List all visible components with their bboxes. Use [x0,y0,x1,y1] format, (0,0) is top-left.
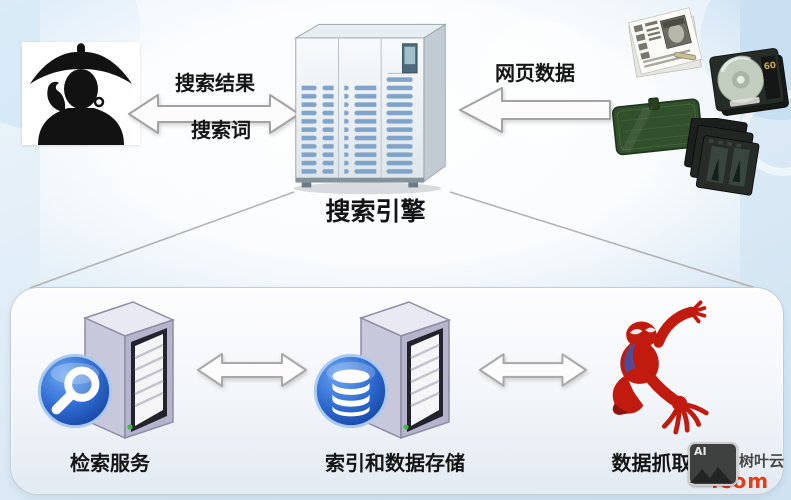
newspaper-image [627,4,705,88]
watermark-image-icon: AI [688,442,738,486]
book-image [610,94,705,162]
disc-image: 60 [702,40,790,122]
search-terms-label: 搜索词 [191,118,251,142]
magnifier-badge-icon [37,353,113,429]
retrieval-index-arrow [197,353,307,387]
retrieval-service-item [36,296,196,448]
search-results-label: 搜索结果 [175,71,255,95]
watermark-ai-text: AI [694,445,707,458]
search-engine-label: 搜索引擎 [325,197,426,226]
mountain-icon [690,467,732,483]
film-image [682,114,764,204]
web-data-label: 网页数据 [495,61,575,85]
mainframe-icon [293,23,447,195]
server-tower-icon [358,301,452,440]
user-image [22,42,140,145]
connector-line-left [29,191,295,289]
connector-line-right [449,191,763,291]
retrieval-service-label: 检索服务 [70,451,150,475]
search-engine-server-image [288,8,453,200]
database-badge-icon [313,353,389,429]
index-crawler-arrow [478,353,588,387]
spiderman-crawler-image [612,300,709,435]
data-crawl-label: 数据抓取 [611,451,692,475]
watermark-site-name: 树叶云 [739,452,785,470]
index-storage-label: 索引和数据存储 [325,451,465,475]
disc-label: 60 [763,61,777,73]
data-crawler-item [588,298,718,448]
pirate-icon [30,43,132,145]
webdata-arrow [459,87,611,133]
index-storage-item [312,296,472,448]
watermark: .com AI 树叶云 [684,436,791,498]
